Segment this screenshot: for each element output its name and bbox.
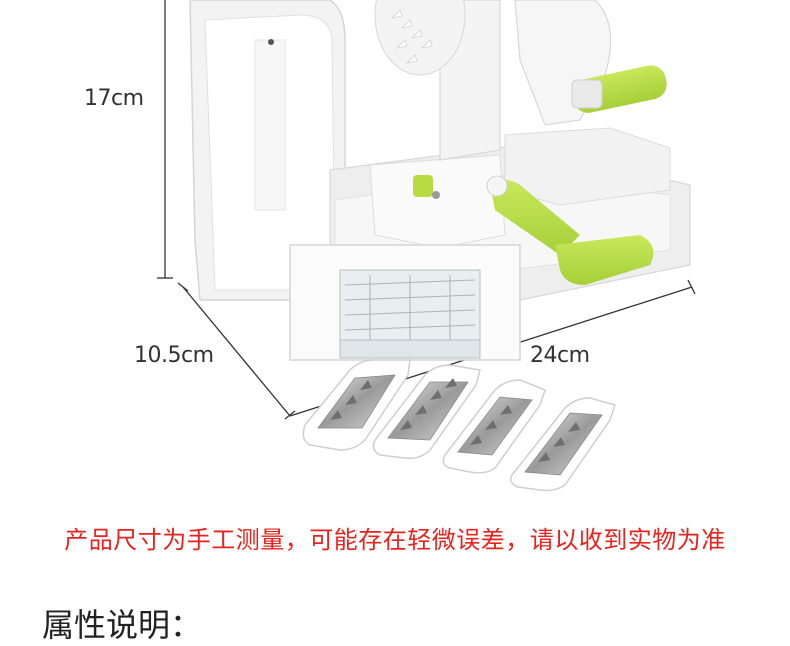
- width-dimension-label: 24cm: [530, 343, 590, 368]
- height-dimension-label: 17cm: [84, 86, 144, 111]
- collection-box: [289, 244, 521, 361]
- depth-dimension-label: 10.5cm: [134, 343, 214, 368]
- product-illustration: [157, 0, 696, 492]
- green-slider-button: [413, 175, 440, 199]
- blade-1: [302, 359, 411, 451]
- section-heading: 属性说明：: [42, 606, 203, 644]
- blade-4: [510, 397, 616, 492]
- blade-3: [442, 379, 546, 474]
- measurement-notice: 产品尺寸为手工测量，可能存在轻微误差，请以收到实物为准: [64, 526, 726, 554]
- green-handle-top: [571, 65, 667, 113]
- crank-column: [374, 0, 612, 161]
- green-handle-bottom: [486, 175, 654, 285]
- blade-2: [372, 364, 481, 460]
- back-panel: [189, 0, 346, 301]
